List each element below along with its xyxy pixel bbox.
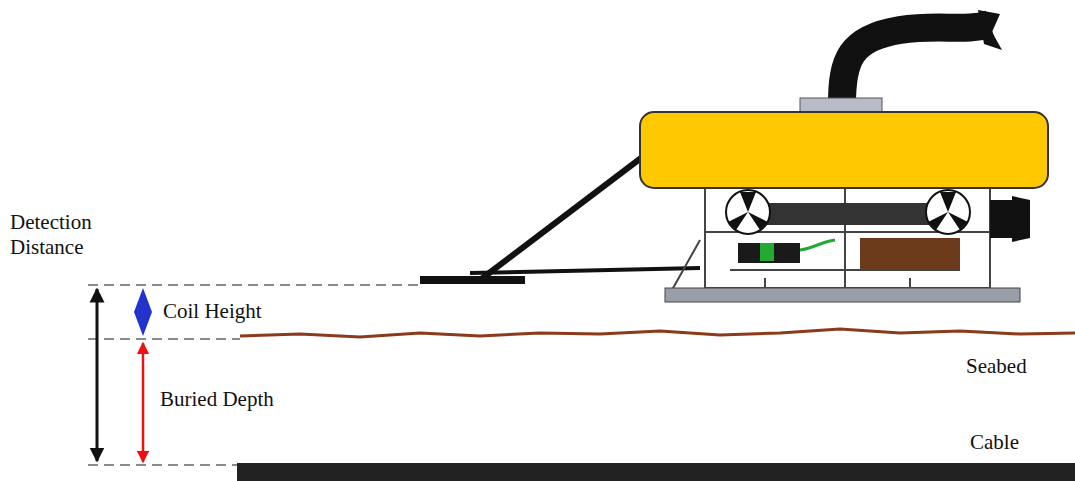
frame xyxy=(672,186,990,290)
propeller xyxy=(928,192,968,230)
distance-arrow xyxy=(96,289,99,461)
label-text: Coil Height xyxy=(163,299,262,324)
top-plate xyxy=(800,98,882,112)
hose-end xyxy=(978,10,1002,50)
frame-bar xyxy=(672,240,700,290)
label-text: Cable xyxy=(970,430,1019,455)
skid-plate xyxy=(665,288,1020,302)
guide-line xyxy=(88,338,240,340)
coil-height-marker xyxy=(134,288,152,336)
propeller xyxy=(728,192,768,230)
detection-coil xyxy=(420,276,525,284)
seabed-line xyxy=(240,329,1075,337)
depth-arrow xyxy=(142,343,145,462)
sensor-wire xyxy=(800,240,835,250)
frame-box xyxy=(705,186,990,288)
tether-hose xyxy=(842,24,990,104)
sensor-part xyxy=(760,243,774,261)
camera xyxy=(990,196,1030,242)
label-text: Buried Depth xyxy=(160,387,274,412)
thruster-ring xyxy=(726,190,770,234)
cable-bar xyxy=(237,463,1075,481)
buoyancy-body xyxy=(640,112,1048,188)
arm-strut xyxy=(480,155,645,280)
guide-line xyxy=(88,464,237,466)
frame-bar xyxy=(844,186,846,288)
thruster xyxy=(726,190,770,234)
battery-box xyxy=(860,238,960,270)
label-text: Seabed xyxy=(966,354,1027,379)
guide-lines xyxy=(88,285,420,465)
arm-bar xyxy=(470,268,700,273)
sensor-housing xyxy=(738,243,800,263)
label-text: Detection Distance xyxy=(10,210,120,260)
thruster xyxy=(926,190,970,234)
guide-line xyxy=(88,284,420,286)
cylinder xyxy=(745,203,950,225)
thruster-ring xyxy=(926,190,970,234)
